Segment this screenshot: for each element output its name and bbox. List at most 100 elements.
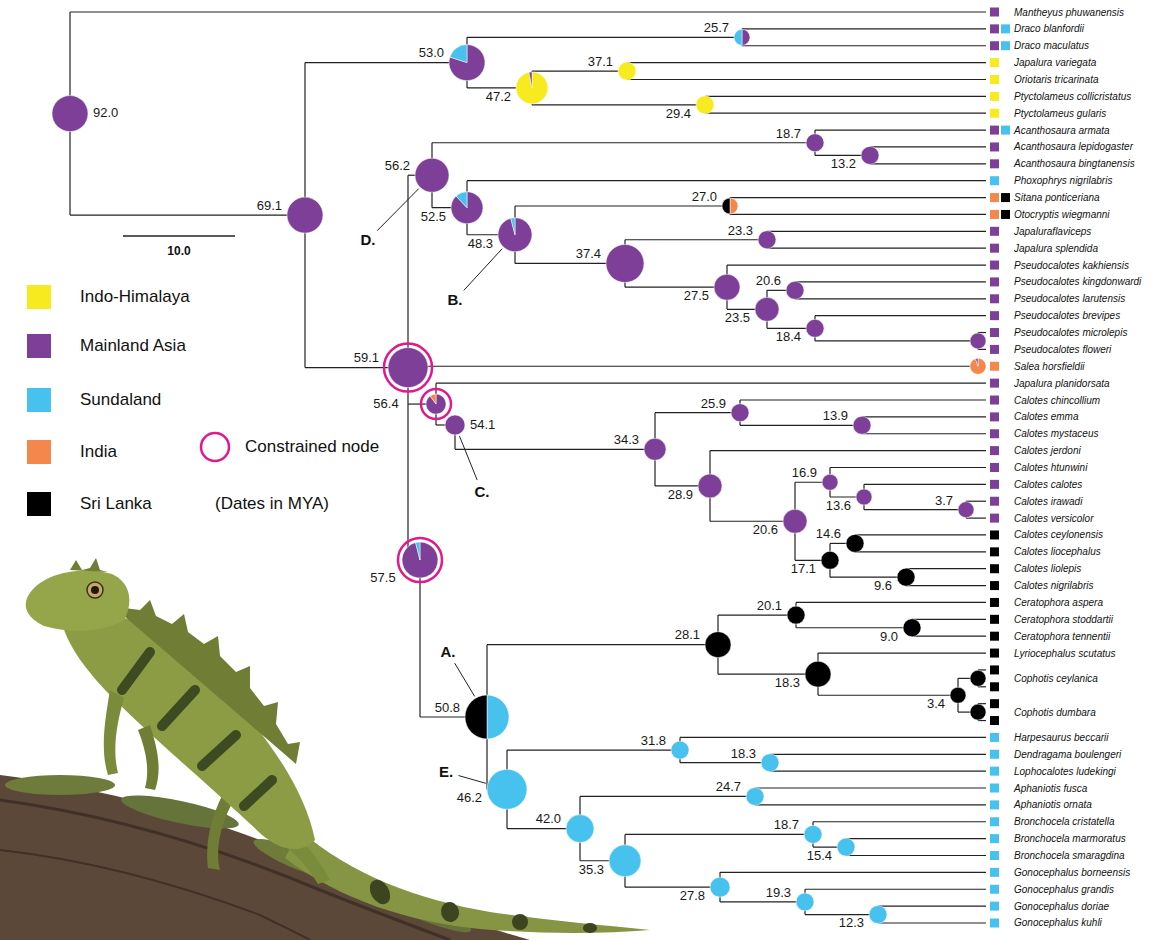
clade-letter: E.: [438, 764, 454, 781]
ancestral-area-pie: [786, 281, 804, 299]
taxon-name: Aphaniotis fusca: [1014, 783, 1087, 794]
taxon-name: Pseudocalotes larutensis: [1014, 293, 1125, 304]
region-square: [990, 311, 999, 320]
tip-branch: [815, 315, 986, 316]
taxon-name: Japaluraflaviceps: [1014, 226, 1091, 237]
branch: [815, 340, 978, 341]
tip-branch: [795, 298, 986, 299]
taxon-name: Bronchocela smaragdina: [1014, 850, 1125, 861]
legend-text: Mainland Asia: [80, 337, 186, 356]
legend-swatch: [27, 388, 51, 412]
clade-letter: D.: [360, 232, 377, 249]
region-square: [990, 142, 999, 151]
ancestral-area-pie: [421, 389, 451, 419]
node-age: 23.5: [724, 311, 751, 325]
region-square: [990, 345, 999, 354]
tip-branch: [627, 79, 986, 80]
pie-slice: [787, 606, 805, 624]
pie-slice: [731, 404, 749, 422]
node-age: 19.3: [765, 886, 792, 900]
branch: [718, 615, 796, 616]
clade-letter: A.: [440, 644, 457, 661]
taxon-name: Calotes chincollium: [1014, 395, 1100, 406]
ancestral-area-pie: [821, 551, 839, 569]
ancestral-area-pie: [970, 704, 986, 720]
pie-slice: [696, 96, 714, 114]
ancestral-area-pie: [671, 741, 689, 759]
pie-slice: [806, 319, 824, 337]
taxon-name: Harpesaurus beccarii: [1014, 732, 1109, 743]
region-square: [990, 598, 999, 607]
pie-slice: [897, 568, 915, 586]
region-square: [990, 784, 999, 793]
taxon-name: Calotes htunwini: [1014, 462, 1087, 473]
tip-branch: [710, 450, 986, 451]
tip-branch: [966, 501, 986, 502]
region-square: [990, 210, 999, 219]
ancestral-area-pie: [609, 845, 641, 877]
pie-slice: [451, 192, 483, 224]
constrained-ring: [384, 344, 432, 392]
tip-branch: [846, 855, 986, 856]
ancestral-area-pie: [970, 333, 986, 349]
region-square: [990, 261, 999, 270]
taxon-name: Acanthosaura bingtanensis: [1014, 158, 1135, 169]
tip-branch: [705, 113, 986, 114]
ancestral-area-pie: [903, 619, 921, 637]
clade-letter: B.: [447, 292, 464, 309]
branch: [710, 521, 795, 522]
tail-band: [439, 900, 462, 924]
ancestral-area-pie: [606, 244, 644, 282]
taxon-name: Calotes ceylonensis: [1014, 529, 1103, 540]
pie-slice: [456, 192, 467, 208]
region-square: [1001, 126, 1010, 135]
pie-slice: [734, 29, 742, 45]
taxon-name: Japalura splendida: [1014, 243, 1098, 254]
tip-branch: [870, 146, 986, 147]
node-age: 17.1: [790, 562, 817, 576]
pie-slice: [609, 845, 641, 877]
branch: [467, 37, 742, 38]
pie-slice: [511, 218, 515, 235]
ancestral-area-pie: [970, 670, 986, 686]
taxon-name: Pseudocalotes floweri: [1014, 344, 1111, 355]
node-age: 92.0: [92, 106, 119, 120]
node-age: 27.8: [679, 889, 706, 903]
region-square: [990, 58, 999, 67]
taxon-name: Mantheyus phuwanensis: [1014, 7, 1124, 18]
ancestral-area-pie: [516, 72, 548, 104]
tip-branch: [767, 248, 986, 249]
branch: [532, 104, 705, 105]
pie-slice: [976, 358, 978, 366]
branch: [455, 449, 655, 450]
pie-slice: [710, 877, 730, 897]
branch: [805, 914, 878, 915]
node-age: 59.1: [353, 351, 380, 365]
taxon-name: Ptyctolameus gularis: [1014, 108, 1106, 119]
region-square: [990, 767, 999, 776]
region-square: [990, 699, 999, 708]
ancestral-area-pie: [761, 754, 779, 772]
taxon-name: Ceratophora aspera: [1014, 597, 1103, 608]
branch-vertical: [419, 560, 420, 717]
ancestral-area-pie: [950, 687, 966, 703]
node-age: 16.9: [791, 466, 818, 480]
taxon-name: Ceratophora stoddartii: [1014, 614, 1113, 625]
ancestral-area-pie: [487, 769, 527, 809]
taxon-name: Gonocephalus borneensis: [1014, 867, 1130, 878]
tip-branch: [720, 872, 986, 873]
ancestral-area-pie: [869, 906, 887, 924]
taxon-name: Japalura planidorsata: [1014, 378, 1110, 389]
ancestral-area-pie: [415, 158, 449, 192]
pie-slice: [761, 754, 779, 772]
leader-line: [455, 663, 475, 696]
head-crest: [70, 558, 108, 572]
pupil: [91, 586, 99, 594]
node-age: 54.1: [469, 418, 496, 432]
region-square: [990, 193, 999, 202]
region-square: [990, 497, 999, 506]
ancestral-area-pie: [897, 568, 915, 586]
taxon-name: Calotes mystaceus: [1014, 428, 1098, 439]
pie-slice: [821, 551, 839, 569]
branch: [625, 287, 727, 288]
